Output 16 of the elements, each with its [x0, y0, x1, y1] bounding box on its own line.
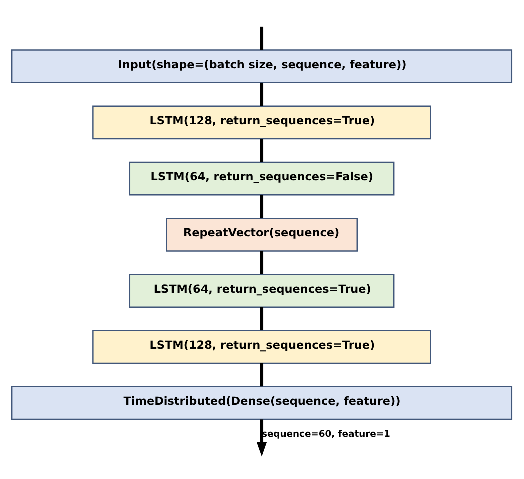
- edge-label: sequence=60, feature=1: [262, 429, 390, 440]
- arrow: [256, 420, 268, 457]
- node-box: RepeatVector(sequence): [166, 218, 358, 252]
- connector: [260, 307, 264, 331]
- node-box: LSTM(64, return_sequences=False): [129, 162, 395, 196]
- node-box: TimeDistributed(Dense(sequence, feature)): [11, 386, 513, 420]
- connector: [260, 364, 264, 387]
- connector: [260, 195, 264, 218]
- connector: [260, 251, 264, 274]
- connector: [260, 26, 264, 50]
- connector: [260, 139, 264, 162]
- node-box: Input(shape=(batch size, sequence, feature)): [11, 50, 513, 84]
- node-box: LSTM(128, return_sequences=True): [92, 330, 432, 364]
- node-box: LSTM(64, return_sequences=True): [129, 274, 395, 308]
- connector: [260, 82, 264, 106]
- node-box: LSTM(128, return_sequences=True): [92, 106, 432, 140]
